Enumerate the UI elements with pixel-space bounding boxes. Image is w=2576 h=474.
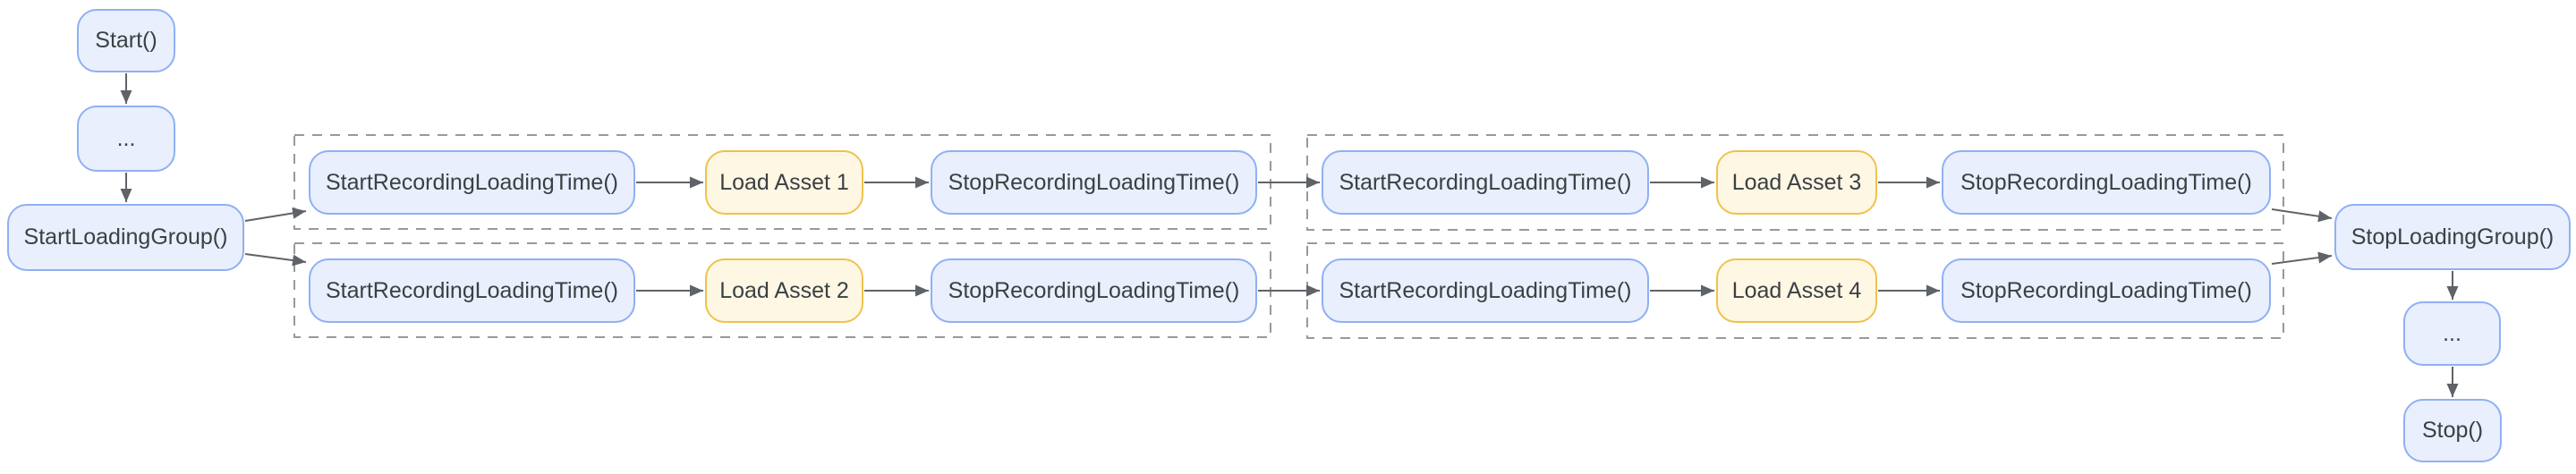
node-g2r2-stop-recording: StopRecordingLoadingTime() xyxy=(1942,258,2271,323)
node-g2r1-start-recording: StartRecordingLoadingTime() xyxy=(1322,150,1649,215)
node-ellipsis-after: ... xyxy=(2403,301,2501,366)
node-start-loading-group: StartLoadingGroup() xyxy=(7,204,244,271)
node-stop: Stop() xyxy=(2403,399,2502,462)
node-load-asset-2: Load Asset 2 xyxy=(705,258,863,323)
node-g1r1-start-recording: StartRecordingLoadingTime() xyxy=(309,150,635,215)
edge-g2r1-to-stoploadinggroup xyxy=(2271,208,2333,223)
node-g1r1-stop-recording: StopRecordingLoadingTime() xyxy=(931,150,1257,215)
node-load-asset-3: Load Asset 3 xyxy=(1716,150,1877,215)
node-stop-loading-group: StopLoadingGroup() xyxy=(2334,204,2571,270)
edge-startloadinggroup-to-g1r2 xyxy=(244,253,307,267)
node-g2r2-start-recording: StartRecordingLoadingTime() xyxy=(1322,258,1649,323)
node-load-asset-4: Load Asset 4 xyxy=(1716,258,1877,323)
node-g1r2-stop-recording: StopRecordingLoadingTime() xyxy=(931,258,1257,323)
node-ellipsis-before: ... xyxy=(77,106,175,172)
edge-g2r2-to-stoploadinggroup xyxy=(2271,251,2333,265)
node-start: Start() xyxy=(77,9,175,72)
node-g2r1-stop-recording: StopRecordingLoadingTime() xyxy=(1942,150,2271,215)
edge-startloadinggroup-to-g1r1 xyxy=(244,207,307,222)
node-g1r2-start-recording: StartRecordingLoadingTime() xyxy=(309,258,635,323)
node-load-asset-1: Load Asset 1 xyxy=(705,150,863,215)
